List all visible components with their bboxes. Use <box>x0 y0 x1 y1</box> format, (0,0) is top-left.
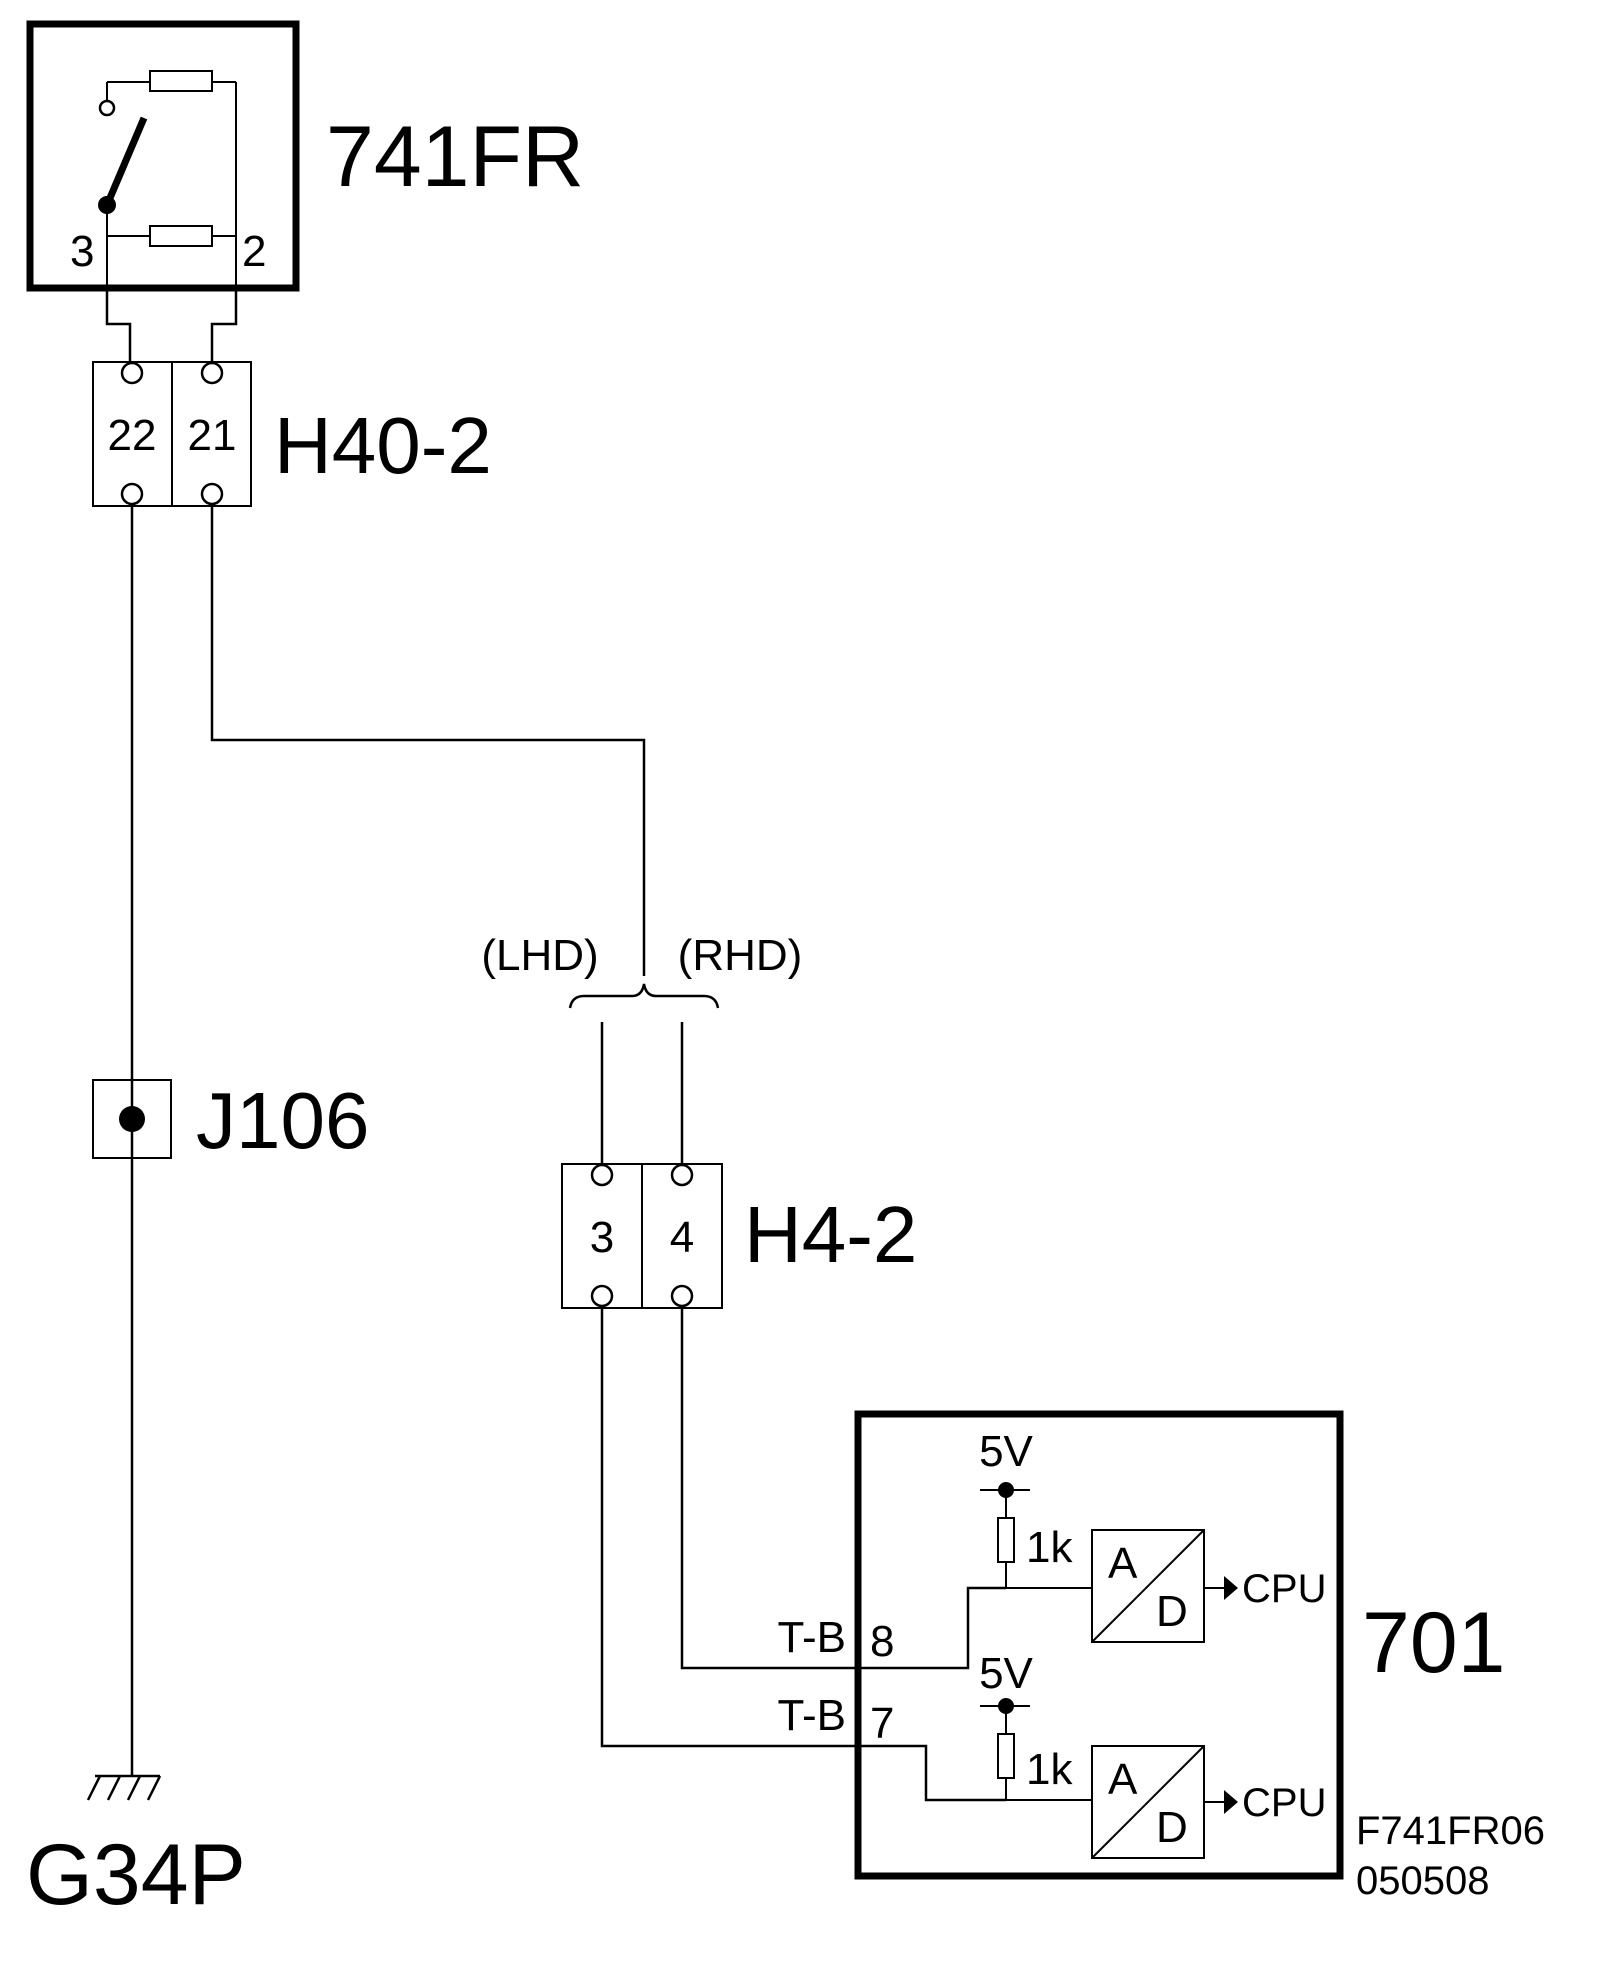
adc-bottom-out: D <box>1156 1803 1188 1852</box>
switch-symbol <box>98 70 237 324</box>
junction-j106: J106 <box>92 1076 369 1165</box>
h40-pin-22-top <box>120 361 144 385</box>
switch-unit-741fr: 3 2 741FR <box>26 20 584 324</box>
ground-g34p: G34P <box>26 1774 246 1923</box>
arrow-bottom-icon <box>1224 1790 1238 1814</box>
adc-top-out: D <box>1156 1587 1188 1636</box>
h40-pin-21-top <box>200 361 224 385</box>
variant-lhd-label: (LHD) <box>481 931 598 980</box>
wire-switch-pin2 <box>210 288 238 366</box>
control-unit-701: 5V 1k A D CPU 5V 1k <box>778 1410 1506 1880</box>
arrow-top-icon <box>1224 1576 1238 1600</box>
wire-to-terminal-7 <box>600 1306 1006 1802</box>
wire-switch-pin3 <box>105 288 132 366</box>
terminal-7-name: T-B <box>778 1691 846 1740</box>
supply-bottom-label: 5V <box>979 1649 1033 1698</box>
figure-date: 050508 <box>1356 1859 1489 1903</box>
resistor-top-label: 1k <box>1026 1523 1073 1572</box>
h4-pin-4-bottom <box>670 1284 694 1308</box>
h40-pin-22-label: 22 <box>108 411 157 460</box>
adc-top-box <box>1091 1529 1205 1643</box>
h4-pin-3-top <box>590 1163 614 1187</box>
h40-pin-21-label: 21 <box>188 411 237 460</box>
h4-pin-3-bottom <box>590 1284 614 1308</box>
resistor-1k-bottom <box>997 1733 1015 1779</box>
connector-h40-2: 22 21 H40-2 <box>92 361 492 507</box>
h40-pin-21-bottom <box>200 482 224 506</box>
connector-h4-2: 3 4 H4-2 <box>561 1163 917 1309</box>
variant-brace: (LHD) (RHD) <box>481 931 803 1009</box>
wire-h40-21 <box>210 504 646 976</box>
h40-pin-22-bottom <box>120 482 144 506</box>
variant-rhd-label: (RHD) <box>678 931 803 980</box>
supply-top-label: 5V <box>979 1427 1033 1476</box>
figure-code: F741FR06 <box>1356 1809 1545 1853</box>
resistor-top-symbol <box>149 70 213 92</box>
resistor-bottom-symbol <box>149 225 213 247</box>
cpu-top-label: CPU <box>1242 1567 1326 1611</box>
adc-channel-top: 5V 1k A D CPU <box>979 1427 1326 1643</box>
resistor-1k-top <box>997 1517 1015 1563</box>
h4-pin-3-label: 3 <box>590 1213 614 1262</box>
switch-pin-2-label: 2 <box>242 227 266 276</box>
resistor-bottom-label: 1k <box>1026 1745 1073 1794</box>
terminal-7-pin: 7 <box>870 1699 894 1748</box>
h4-pin-4-label: 4 <box>670 1213 694 1262</box>
connector-h40-label: H40-2 <box>274 401 492 490</box>
control-unit-label: 701 <box>1362 1595 1506 1691</box>
wire-to-terminal-8 <box>680 1306 1006 1670</box>
adc-top-in: A <box>1108 1539 1138 1588</box>
h4-pin-4-top <box>670 1163 694 1187</box>
connector-h4-label: H4-2 <box>744 1190 917 1279</box>
switch-pin-3-label: 3 <box>70 227 94 276</box>
terminal-8-pin: 8 <box>870 1617 894 1666</box>
cpu-bottom-label: CPU <box>1242 1781 1326 1825</box>
adc-bottom-in: A <box>1108 1755 1138 1804</box>
ground-label: G34P <box>26 1827 246 1923</box>
junction-label: J106 <box>196 1076 369 1165</box>
terminal-8-name: T-B <box>778 1613 846 1662</box>
switch-unit-label: 741FR <box>326 109 584 205</box>
adc-channel-bottom: 5V 1k A D CPU <box>979 1649 1326 1859</box>
